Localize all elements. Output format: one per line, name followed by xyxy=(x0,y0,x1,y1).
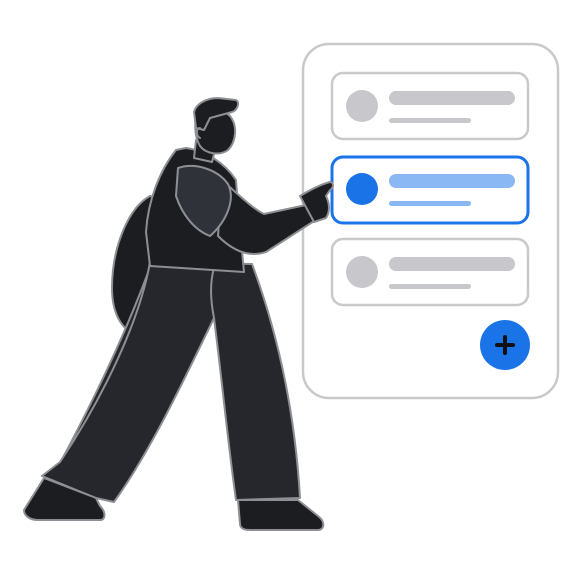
title-placeholder-bar xyxy=(389,257,515,271)
avatar-placeholder-icon xyxy=(346,173,378,205)
subtitle-placeholder-bar xyxy=(389,284,471,289)
coat-body xyxy=(41,261,301,503)
list-item-card[interactable] xyxy=(330,71,530,141)
title-placeholder-bar xyxy=(389,174,515,188)
person-figure xyxy=(23,97,334,531)
shoe-right xyxy=(237,499,325,531)
add-button[interactable] xyxy=(480,320,530,370)
list-item-3[interactable] xyxy=(330,237,530,307)
list-item-card[interactable] xyxy=(330,237,530,307)
subtitle-placeholder-bar xyxy=(389,201,471,206)
avatar-placeholder-icon xyxy=(346,256,378,288)
hand xyxy=(299,181,334,223)
coat-fold-line xyxy=(210,267,215,319)
plus-icon xyxy=(495,335,515,355)
shoe-left xyxy=(23,477,106,521)
subtitle-placeholder-bar xyxy=(389,118,471,123)
list-item-card-selected[interactable] xyxy=(330,155,530,225)
ear xyxy=(196,127,201,139)
mobile-panel xyxy=(301,42,560,400)
list-item-1[interactable] xyxy=(330,71,530,141)
avatar-placeholder-icon xyxy=(346,90,378,122)
shoulder-sleeve xyxy=(175,165,232,237)
title-placeholder-bar xyxy=(389,91,515,105)
list-item-2-selected[interactable] xyxy=(330,155,530,225)
hair xyxy=(193,97,240,131)
